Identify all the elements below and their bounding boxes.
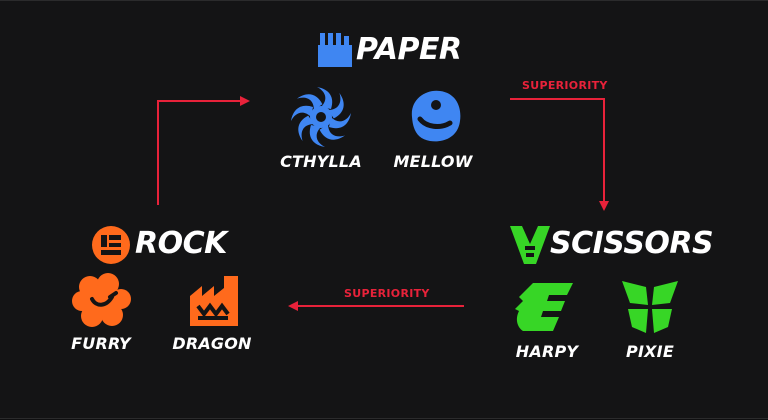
harpy-wing-icon — [515, 283, 575, 333]
rock-title: ROCK — [135, 226, 227, 261]
scissors-v-icon — [510, 226, 550, 264]
arrow-rock-to-paper — [157, 96, 250, 205]
pixie-butterfly-icon — [622, 281, 678, 333]
cthylla-label: CTHYLLA — [280, 152, 362, 171]
furry-cloud-icon — [72, 273, 132, 329]
arrow-paper-to-scissors — [510, 98, 609, 211]
dragon-label: DRAGON — [172, 334, 252, 353]
dragon-factory-icon — [190, 276, 238, 326]
pixie-label: PIXIE — [626, 342, 674, 361]
scissors-title: SCISSORS — [550, 226, 714, 261]
paper-hand-icon — [318, 33, 352, 67]
paper-title: PAPER — [356, 32, 462, 67]
mellow-label: MELLOW — [393, 152, 473, 171]
superiority-label-bottom: SUPERIORITY — [344, 287, 430, 300]
furry-label: FURRY — [71, 334, 131, 353]
mellow-blob-icon — [404, 87, 464, 145]
harpy-label: HARPY — [515, 342, 579, 361]
rock-fist-icon — [92, 226, 130, 264]
superiority-label-top: SUPERIORITY — [522, 79, 608, 92]
cthylla-spiral-icon — [290, 86, 352, 148]
